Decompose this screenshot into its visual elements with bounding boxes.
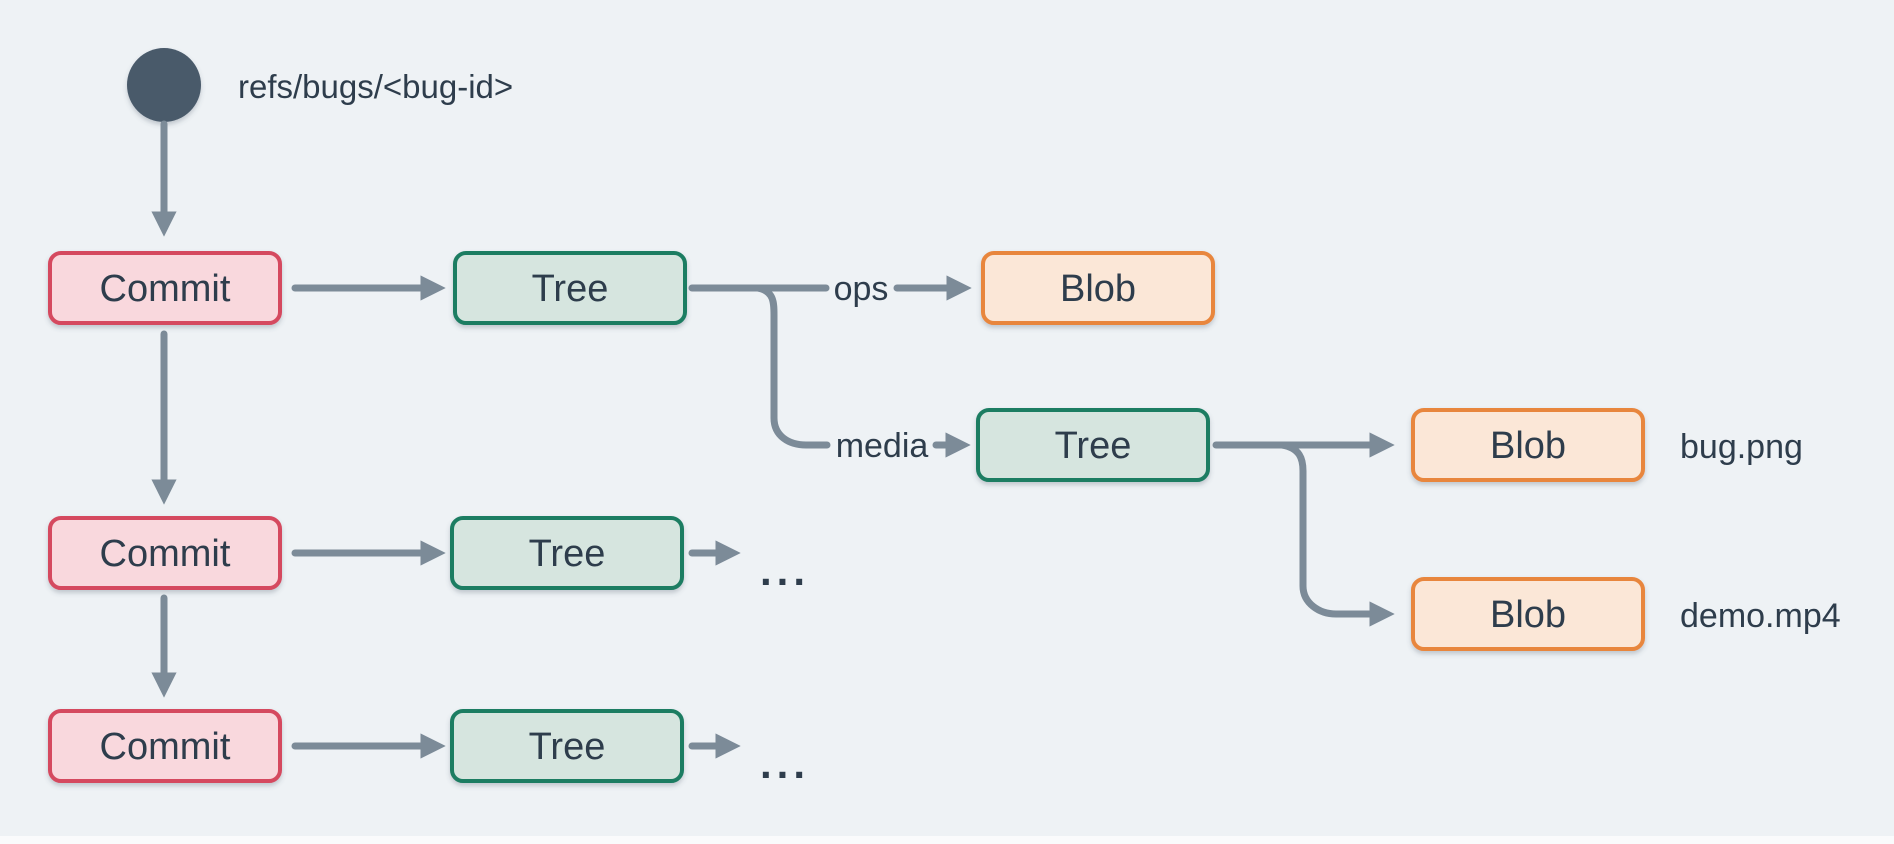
node-commit-2: Commit — [48, 516, 282, 590]
node-tree-media-label: Tree — [1055, 425, 1132, 467]
node-tree-row2-label: Tree — [529, 533, 606, 575]
edge-label-ops: ops — [834, 270, 889, 308]
ref-label: refs/bugs/<bug-id> — [238, 68, 513, 105]
file-label-bug-png: bug.png — [1680, 428, 1803, 466]
edge-label-media: media — [836, 427, 929, 465]
node-commit-3-label: Commit — [100, 726, 231, 768]
ellipsis-row2: ... — [760, 547, 810, 594]
ellipsis-row3: ... — [760, 740, 810, 787]
node-tree-row2: Tree — [450, 516, 684, 590]
node-blob-demo-label: Blob — [1490, 594, 1566, 636]
node-commit-2-label: Commit — [100, 533, 231, 575]
node-commit-1: Commit — [48, 251, 282, 325]
node-tree-root-label: Tree — [532, 268, 609, 310]
node-tree-row3-label: Tree — [529, 726, 606, 768]
bottom-strip — [0, 836, 1894, 844]
node-blob-ops-label: Blob — [1060, 268, 1136, 310]
node-blob-bug: Blob — [1411, 408, 1645, 482]
node-tree-row3: Tree — [450, 709, 684, 783]
node-blob-demo: Blob — [1411, 577, 1645, 651]
node-blob-bug-label: Blob — [1490, 425, 1566, 467]
node-commit-1-label: Commit — [100, 268, 231, 310]
node-tree-root: Tree — [453, 251, 687, 325]
node-tree-media: Tree — [976, 408, 1210, 482]
node-commit-3: Commit — [48, 709, 282, 783]
edges — [151, 120, 1395, 759]
edge-treemedia-to-blob-demo — [1278, 441, 1395, 627]
edge-tree1-to-media-label — [754, 284, 831, 449]
node-blob-ops: Blob — [981, 251, 1215, 325]
file-label-demo-mp4: demo.mp4 — [1680, 597, 1841, 635]
ref-head-node — [127, 48, 201, 122]
